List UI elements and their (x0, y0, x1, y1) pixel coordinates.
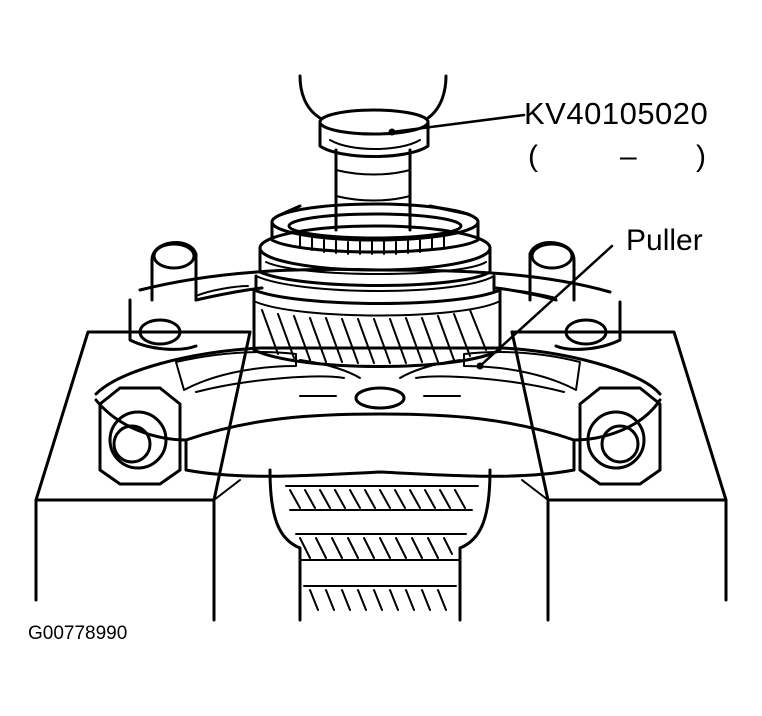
puller-leader-dot (476, 362, 484, 370)
tool-alt-open-paren: ( (528, 140, 538, 173)
puller-leader-line (478, 244, 614, 368)
press-adapter-tool (318, 108, 430, 158)
right-bolt (578, 386, 662, 486)
baulk-ring (270, 202, 480, 255)
puller-back-bar (128, 267, 622, 351)
tool-number-label: KV40105020 (524, 96, 709, 131)
lower-gear-cluster (268, 468, 492, 622)
tool-leader-line (390, 113, 526, 134)
tool-leader-dot (388, 128, 396, 136)
figure-id: G00778990 (28, 623, 128, 644)
tool-alt-close-paren: ) (696, 140, 706, 173)
vise-base (34, 330, 728, 622)
main-shaft (334, 148, 412, 232)
left-bolt (98, 386, 182, 486)
puller-label: Puller (626, 224, 703, 257)
tool-alt-dash: – (620, 140, 637, 173)
synchro-hub (254, 224, 496, 292)
press-ram (298, 74, 448, 120)
puller-rear-post-left (150, 241, 198, 302)
helical-gear (252, 288, 502, 368)
puller-rear-post-right (528, 241, 576, 302)
